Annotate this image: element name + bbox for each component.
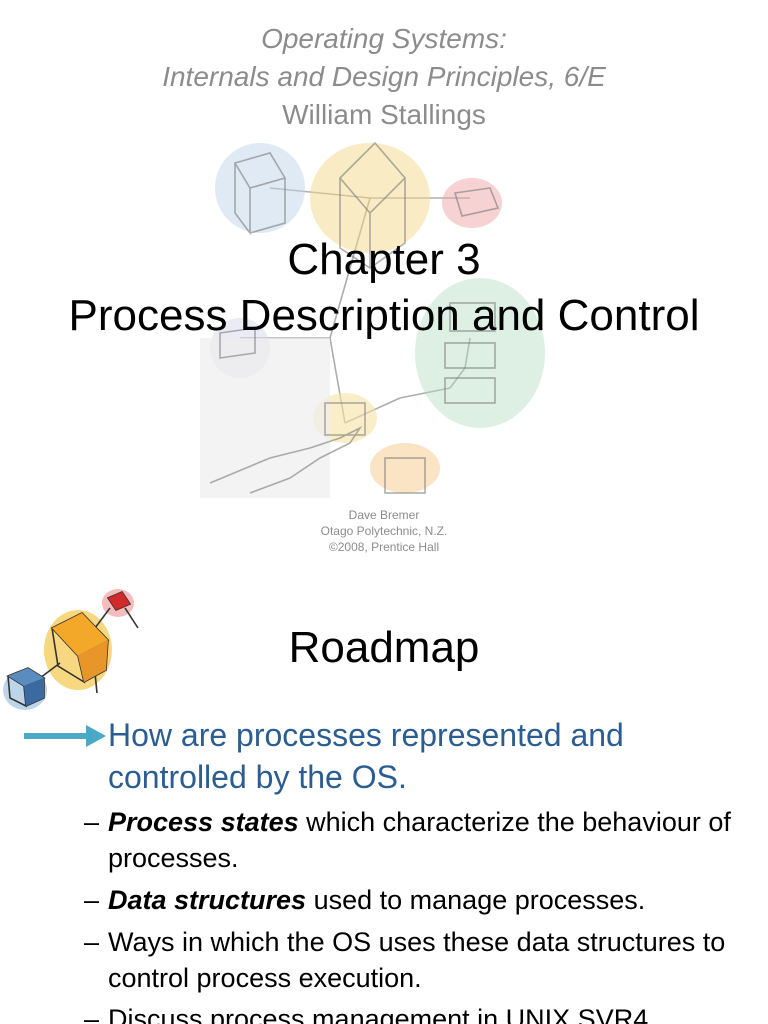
sub-point-text: Ways in which the OS uses these data str…: [108, 927, 726, 993]
author-name: William Stallings: [282, 99, 486, 130]
credits: Dave Bremer Otago Polytechnic, N.Z. ©200…: [0, 507, 768, 555]
book-title: Operating Systems: Internals and Design …: [0, 20, 768, 134]
chapter-name: Process Description and Control: [68, 291, 700, 340]
slide-title: Roadmap: [288, 623, 480, 672]
chapter-number: Chapter 3: [287, 235, 481, 284]
chapter-title: Chapter 3 Process Description and Contro…: [0, 232, 768, 344]
credit-line: Otago Polytechnic, N.Z.: [320, 524, 448, 538]
sub-point-keyword: Process states: [108, 807, 299, 837]
sub-point: – Data structures used to manage process…: [84, 882, 744, 918]
sub-point: – Process states which characterize the …: [84, 804, 744, 876]
main-point: How are processes represented and contro…: [108, 717, 624, 795]
dash-bullet: –: [84, 885, 100, 915]
book-title-line2: Internals and Design Principles, 6/E: [162, 61, 606, 92]
sub-point: – Discuss process management in UNIX SVR…: [84, 1001, 744, 1024]
sub-point: – Ways in which the OS uses these data s…: [84, 924, 744, 996]
dash-bullet: –: [84, 927, 100, 957]
credit-line: Dave Bremer: [348, 508, 420, 522]
roadmap-slide: Roadmap How are processes represented an…: [0, 570, 768, 1024]
title-slide: Operating Systems: Internals and Design …: [0, 20, 768, 555]
sub-point-text: which characterize the behaviour of proc…: [108, 807, 731, 873]
dash-bullet: –: [84, 807, 100, 837]
sub-point-keyword: Data structures: [108, 885, 307, 915]
process-network-illustration: [200, 141, 545, 498]
network-boxes-logo-icon: [3, 589, 139, 710]
dash-bullet: –: [84, 1004, 100, 1024]
sub-point-text: used to manage processes.: [306, 885, 646, 915]
arrow-right-icon: [24, 725, 106, 747]
credit-line: ©2008, Prentice Hall: [328, 540, 440, 554]
sub-point-text: Discuss process management in UNIX SVR4.: [108, 1004, 656, 1024]
book-title-line1: Operating Systems:: [261, 23, 507, 54]
